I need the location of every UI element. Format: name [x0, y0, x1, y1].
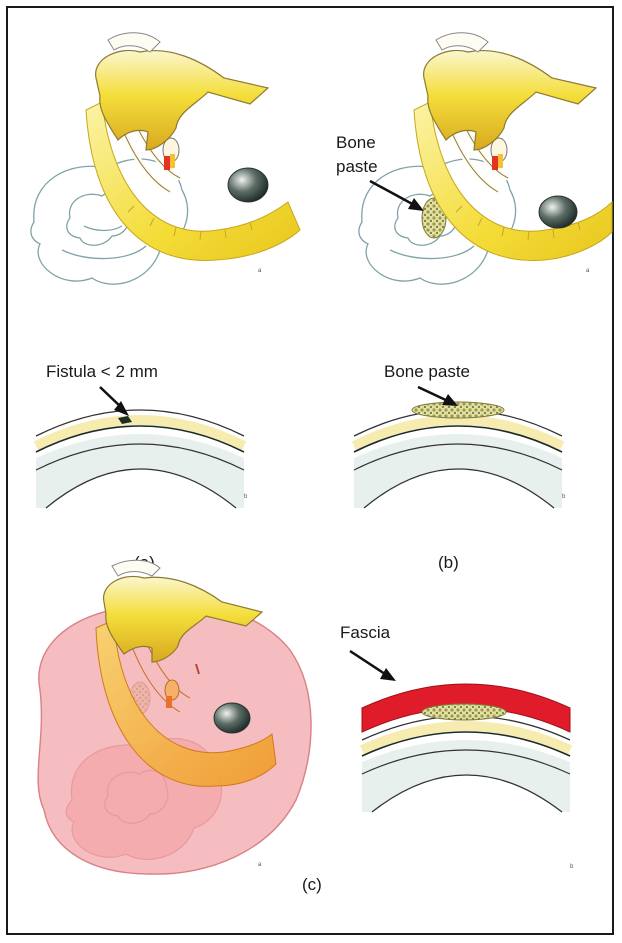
panel-mark-c-left: a: [258, 862, 262, 868]
cross-section-a: b: [36, 410, 248, 508]
malleus-incus-a: [96, 50, 268, 150]
ossicle-anatomy-b: a: [359, 33, 612, 284]
round-window-b: [539, 196, 577, 228]
caption-b: (b): [438, 553, 459, 572]
label-bone-paste-top-line1: Bone: [336, 133, 376, 152]
panel-mark-b-upper: a: [586, 268, 590, 274]
ossicle-anatomy-c: a: [38, 560, 311, 874]
label-bone-paste-mid: Bone paste: [384, 362, 470, 381]
cross-section-c: b: [362, 684, 574, 870]
malleus-incus-b: [424, 50, 596, 150]
round-window-a: [228, 168, 268, 202]
ossicle-joint-a: [163, 138, 179, 170]
bone-paste-layer-c: [422, 704, 506, 720]
ossicle-anatomy-a: a: [31, 33, 300, 284]
panel-mark-b-lower: b: [562, 494, 566, 500]
label-fistula: Fistula < 2 mm: [46, 362, 158, 381]
round-window-c: [214, 703, 250, 733]
label-fascia: Fascia: [340, 623, 391, 642]
cross-section-b: b: [354, 402, 566, 508]
arrow-fascia: [350, 651, 396, 681]
label-bone-paste-top-line2: paste: [336, 157, 378, 176]
bone-paste-layer-b: [412, 402, 504, 418]
caption-c: (c): [302, 875, 322, 894]
panel-mark-a-lower: b: [244, 494, 248, 500]
panel-mark-a-upper: a: [258, 268, 262, 274]
panel-mark-c-right: b: [570, 864, 574, 870]
